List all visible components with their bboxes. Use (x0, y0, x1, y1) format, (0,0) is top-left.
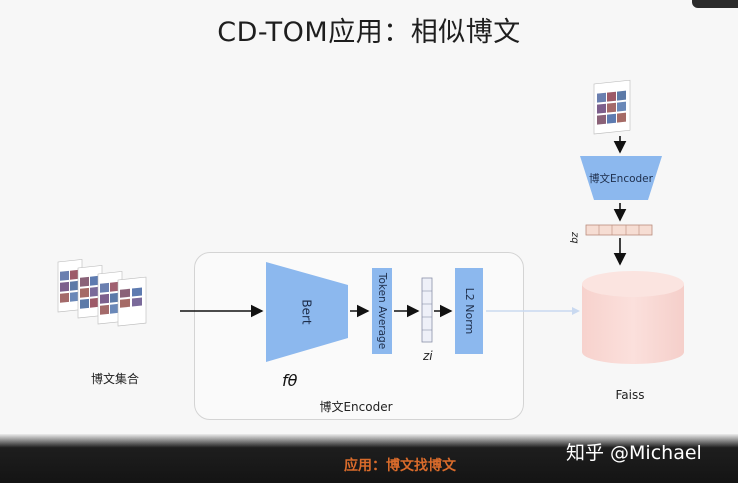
zi-label: zi (422, 349, 433, 363)
faiss-label: Faiss (615, 388, 645, 402)
bert-label: Bert (300, 299, 314, 325)
f-theta-label: fθ (282, 371, 298, 390)
post-collection-label: 博文集合 (90, 372, 139, 386)
query-post-icon (593, 79, 631, 135)
zq-vector (585, 224, 653, 236)
slide-caption: 应用：博文找博文 (344, 458, 456, 474)
recording-indicator (692, 0, 738, 8)
slide-title: CD-TOM应用：相似博文 (217, 17, 521, 48)
top-encoder-label: 博文Encoder (589, 172, 654, 185)
l2-norm-block (455, 268, 483, 354)
norm-to-faiss-arrowhead (572, 307, 580, 315)
top-encoder-block (580, 156, 662, 200)
encoder-label: 博文Encoder (319, 400, 393, 414)
faiss-database-icon (582, 271, 684, 364)
token-average-block (372, 268, 392, 354)
l2-norm-label: L2 Norm (463, 288, 476, 335)
zi-vector (421, 277, 433, 343)
video-caption-bar (0, 434, 738, 483)
zq-label: zq (569, 231, 580, 244)
weibo-stack-icon (57, 259, 147, 327)
token-average-label: Token Average (376, 272, 388, 349)
zhihu-watermark: 知乎 @Michael (566, 442, 702, 464)
bert-block (266, 262, 348, 362)
